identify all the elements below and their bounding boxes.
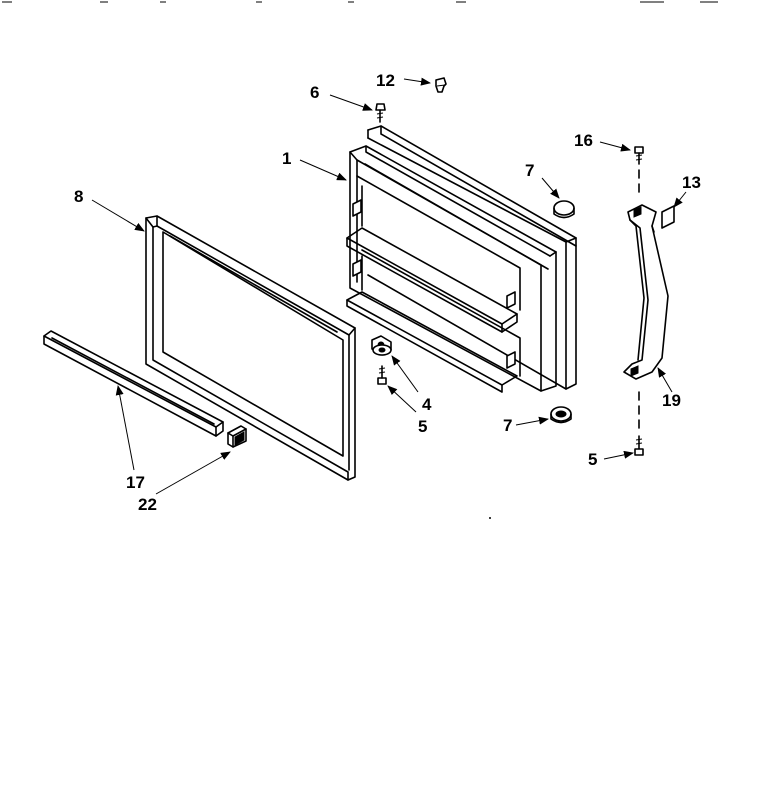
callout-17: 17: [126, 473, 145, 492]
callout-labels: 12 6 1 16 7 13 8 4 5 19 7 5 17 22: [74, 71, 701, 514]
callout-7-lower: 7: [503, 416, 512, 435]
plug-button-part: [553, 200, 575, 219]
stray-dot: [489, 517, 491, 519]
callout-19: 19: [662, 391, 681, 410]
callout-12: 12: [376, 71, 395, 90]
callout-5-left: 5: [418, 417, 427, 436]
callout-1: 1: [282, 149, 291, 168]
door-gasket-part: [145, 215, 356, 481]
callout-16: 16: [574, 131, 593, 150]
leader-lines: [91, 77, 687, 495]
bushing-part: [550, 406, 572, 424]
callout-22: 22: [138, 495, 157, 514]
hinge-washer-part: [372, 344, 392, 356]
handle-part: [623, 204, 669, 380]
callout-7-upper: 7: [525, 161, 534, 180]
callout-8: 8: [74, 187, 83, 206]
screw-12-part: [435, 77, 447, 93]
screw-16-part: [634, 146, 644, 193]
screw-6-part: [375, 103, 386, 123]
callout-6: 6: [310, 83, 319, 102]
callout-4: 4: [422, 395, 432, 414]
callout-13: 13: [682, 173, 701, 192]
callout-5-right: 5: [588, 450, 597, 469]
trim-strip-part: [43, 330, 224, 437]
screw-5-left-part: [377, 365, 387, 385]
clip-part: [227, 425, 247, 448]
screw-5-right-part: [634, 391, 644, 456]
nameplate-part: [661, 205, 675, 229]
